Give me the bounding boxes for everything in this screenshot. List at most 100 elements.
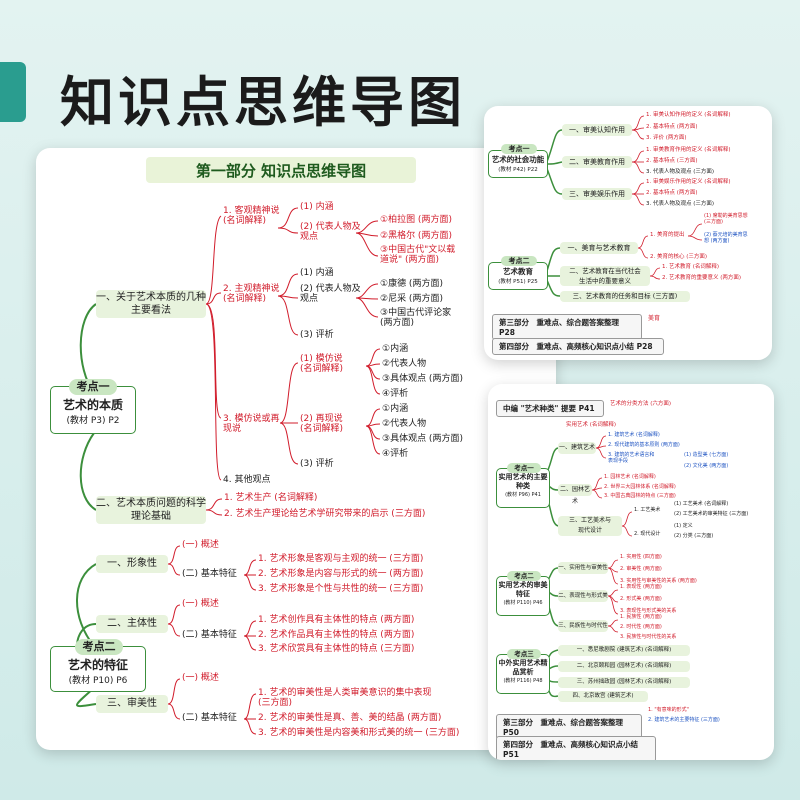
imit-a3: ③具体观点 (两方面) bbox=[382, 374, 463, 384]
br-part3-n2: 2. 建筑艺术的主要特征 (三方面) bbox=[648, 717, 720, 723]
br-k1-ref: (教材 P96) P41 bbox=[505, 492, 541, 498]
unit2-c1: 一、形象性 bbox=[96, 555, 168, 573]
mindmap-card-functions: 考点一 艺术的社会功能 (教材 P42) P22 一、审美认知作用 1. 审美认… bbox=[484, 106, 772, 360]
c2-features: (二) 基本特征 bbox=[182, 630, 237, 640]
imit-item1: (1) 模仿说 (名词解释) bbox=[300, 354, 344, 375]
c1-overview: (一) 概述 bbox=[182, 540, 219, 550]
br-part3-strip: 第三部分 重难点、综合题答案整理 P50 bbox=[496, 714, 642, 740]
br-n1: 一、悉尼歌剧院 (建筑艺术) (名词解释) bbox=[558, 645, 690, 656]
br-j3-l2b: (2) 分类 (三方面) bbox=[674, 533, 714, 539]
br-k2-badge: 考点二 bbox=[507, 571, 541, 581]
br-k3-node: 考点三 中外实用艺术精品赏析 (教材 P116) P48 bbox=[496, 649, 550, 694]
br-m3-l2: 2. 时代性 (两方面) bbox=[620, 624, 662, 630]
br-j3: 三、工艺美术与 现代设计 bbox=[558, 516, 622, 536]
sci-line2: 2. 艺术生产理论给艺术学研究带来的启示 (三方面) bbox=[224, 509, 426, 519]
imit-item2: (2) 再现说 (名词解释) bbox=[300, 414, 344, 435]
tr-k2-node: 考点二 艺术教育 (教材 P51) P25 bbox=[488, 256, 548, 290]
unit2-ref: (教材 P10) P6 bbox=[68, 676, 128, 686]
subj-person2: ②尼采 (两方面) bbox=[380, 294, 443, 304]
mindmap-card-types: 中编 "艺术种类" 提要 P41 艺术的分类方法 (六方面) 实用艺术 (名词解… bbox=[488, 384, 774, 760]
br-part4-strip: 第四部分 重难点、高频核心知识点小结 P51 bbox=[496, 736, 656, 760]
c3-l3: 3. 艺术的审美性是内容美和形式美的统一 (三方面) bbox=[258, 728, 460, 738]
unit2-name: 艺术的特征 bbox=[67, 658, 128, 672]
br-k1-badge: 考点一 bbox=[507, 463, 541, 473]
tr-h1-a: 1. 美育的提出 bbox=[650, 232, 685, 238]
unit1-ref: (教材 P3) P2 bbox=[66, 416, 120, 426]
tr-g3-l2: 2. 基本特点 (两方面) bbox=[646, 190, 698, 196]
mindmap-card-main: 第一部分 知识点思维导图 考点一 艺术的本质 (教材 P3) P2 一、关于艺术… bbox=[36, 148, 556, 750]
subj-item3: (3) 评析 bbox=[300, 330, 334, 340]
c1-l2: 2. 艺术形象是内容与形式的统一 (两方面) bbox=[258, 569, 424, 579]
br-m3-l1: 1. 民族性 (两方面) bbox=[620, 614, 662, 620]
tr-g3-l3: 3. 代表人物及观点 (三方面) bbox=[646, 201, 715, 207]
br-j1: 一、建筑艺术 bbox=[558, 442, 596, 454]
section-header: 第一部分 知识点思维导图 bbox=[146, 157, 416, 183]
br-n3: 三、苏州拙政园 (园林艺术) (名词解释) bbox=[558, 677, 690, 688]
tr-g3-l1: 1. 审美娱乐作用的定义 (名词解释) bbox=[646, 179, 731, 185]
imit-c3: ③具体观点 (两方面) bbox=[382, 434, 463, 444]
tr-g3: 三、审美娱乐作用 bbox=[562, 188, 632, 200]
br-j3-l2a: (1) 定义 bbox=[674, 523, 693, 529]
tr-h2-l1: 1. 艺术教育 (名词解释) bbox=[662, 264, 720, 270]
tr-k1-badge: 考点一 bbox=[501, 144, 537, 154]
br-top-strip: 中编 "艺术种类" 提要 P41 bbox=[496, 400, 604, 417]
c2-overview: (一) 概述 bbox=[182, 599, 219, 609]
br-m2-l2: 2. 形式美 (两方面) bbox=[620, 596, 662, 602]
br-k3-name: 中外实用艺术精品赏析 bbox=[498, 659, 548, 676]
br-k3-badge: 考点三 bbox=[507, 649, 541, 659]
br-top-note: 艺术的分类方法 (六方面) bbox=[610, 401, 672, 407]
br-m1-l1: 1. 实用性 (四方面) bbox=[620, 554, 662, 560]
br-k1-term: 实用艺术 (名词解释) bbox=[566, 422, 617, 428]
tr-h1-a1: (1) 席勒的美育思想 (三方面) bbox=[704, 213, 748, 225]
br-j2-l1: 1. 园林艺术 (名词解释) bbox=[604, 474, 656, 480]
sci-line1: 1. 艺术生产 (名词解释) bbox=[224, 493, 318, 503]
title-accent-bar bbox=[0, 62, 26, 122]
tr-h1-a2: (2) 蔡元培的美育思 想 (两方面) bbox=[704, 232, 748, 244]
tr-h2-l2: 2. 艺术教育的重要意义 (两方面) bbox=[662, 275, 742, 281]
br-n2: 二、北京颐和园 (园林艺术) (名词解释) bbox=[558, 661, 690, 672]
br-m1-l3: 3. 实用性与审美性的关系 (两方面) bbox=[620, 578, 697, 584]
tr-g1-l3: 3. 评价 (两方面) bbox=[646, 135, 687, 141]
tr-k1-node: 考点一 艺术的社会功能 (教材 P42) P22 bbox=[488, 144, 548, 178]
br-j1-l3: 3. 建筑的艺术语言和 表现手段 bbox=[608, 452, 655, 464]
tr-k2-name: 艺术教育 bbox=[503, 267, 533, 276]
tr-g1-l1: 1. 审美认知作用的定义 (名词解释) bbox=[646, 112, 731, 118]
tr-part3-note: 美育 bbox=[648, 315, 661, 322]
br-m1: 一、实用性与审美性 bbox=[558, 562, 608, 574]
obj-item1: (1) 内涵 bbox=[300, 202, 334, 212]
imit-a1: ①内涵 bbox=[382, 344, 409, 354]
tr-h3: 三、艺术教育的任务和目标 (三方面) bbox=[560, 291, 690, 302]
unit1-branch1: 一、关于艺术本质的几种主要看法 bbox=[96, 290, 206, 318]
br-k1-node: 考点一 实用艺术的主要种类 (教材 P96) P41 bbox=[496, 463, 550, 508]
tr-k1-ref: (教材 P42) P22 bbox=[498, 167, 538, 173]
c1-l3: 3. 艺术形象是个性与共性的统一 (三方面) bbox=[258, 584, 424, 594]
br-j1-l3a: (1) 造型美 (七方面) bbox=[684, 452, 729, 458]
theory-objective: 1. 客观精神说 (名词解释) bbox=[223, 206, 280, 227]
obj-person2: ②黑格尔 (两方面) bbox=[380, 231, 452, 241]
tr-g1: 一、审美认知作用 bbox=[562, 124, 632, 136]
unit2-c3: 三、审美性 bbox=[96, 695, 168, 713]
br-m3-l3: 3. 民族性与时代性的关系 bbox=[620, 634, 677, 640]
tr-g2-l1: 1. 审美教育作用的定义 (名词解释) bbox=[646, 147, 731, 153]
tr-g2-l2: 2. 基本特点 (三方面) bbox=[646, 158, 698, 164]
imit-item3: (3) 评析 bbox=[300, 459, 334, 469]
unit1-name: 艺术的本质 bbox=[62, 398, 123, 412]
br-part3-n1: 1. "有意味的形式" bbox=[648, 707, 689, 713]
unit1-badge: 考点一 bbox=[69, 379, 117, 395]
c1-l1: 1. 艺术形象是客观与主观的统一 (三方面) bbox=[258, 554, 424, 564]
c2-l3: 3. 艺术欣赏具有主体性的特点 (三方面) bbox=[258, 644, 415, 654]
subj-item2: (2) 代表人物及 观点 bbox=[300, 284, 361, 305]
br-j3-l1a: (1) 工艺美术 (名词解释) bbox=[674, 501, 729, 507]
unit2-badge: 考点二 bbox=[75, 639, 123, 655]
br-j3-l1: 1. 工艺美术 bbox=[634, 507, 661, 513]
page-title: 知识点思维导图 bbox=[60, 71, 466, 134]
br-j1-l1: 1. 建筑艺术 (名词解释) bbox=[608, 432, 660, 438]
subj-person1: ①康德 (两方面) bbox=[380, 279, 443, 289]
unit1-branch2: 二、艺术本质问题的科学理论基础 bbox=[96, 496, 206, 524]
br-k1-name: 实用艺术的主要种类 bbox=[498, 473, 548, 490]
imit-c2: ②代表人物 bbox=[382, 419, 427, 429]
c2-l2: 2. 艺术作品具有主体性的特点 (两方面) bbox=[258, 630, 415, 640]
c3-l2: 2. 艺术的审美性是真、善、美的结晶 (两方面) bbox=[258, 713, 442, 723]
imit-a4: ④评析 bbox=[382, 389, 409, 399]
tr-g1-l2: 2. 基本特点 (两方面) bbox=[646, 124, 698, 130]
